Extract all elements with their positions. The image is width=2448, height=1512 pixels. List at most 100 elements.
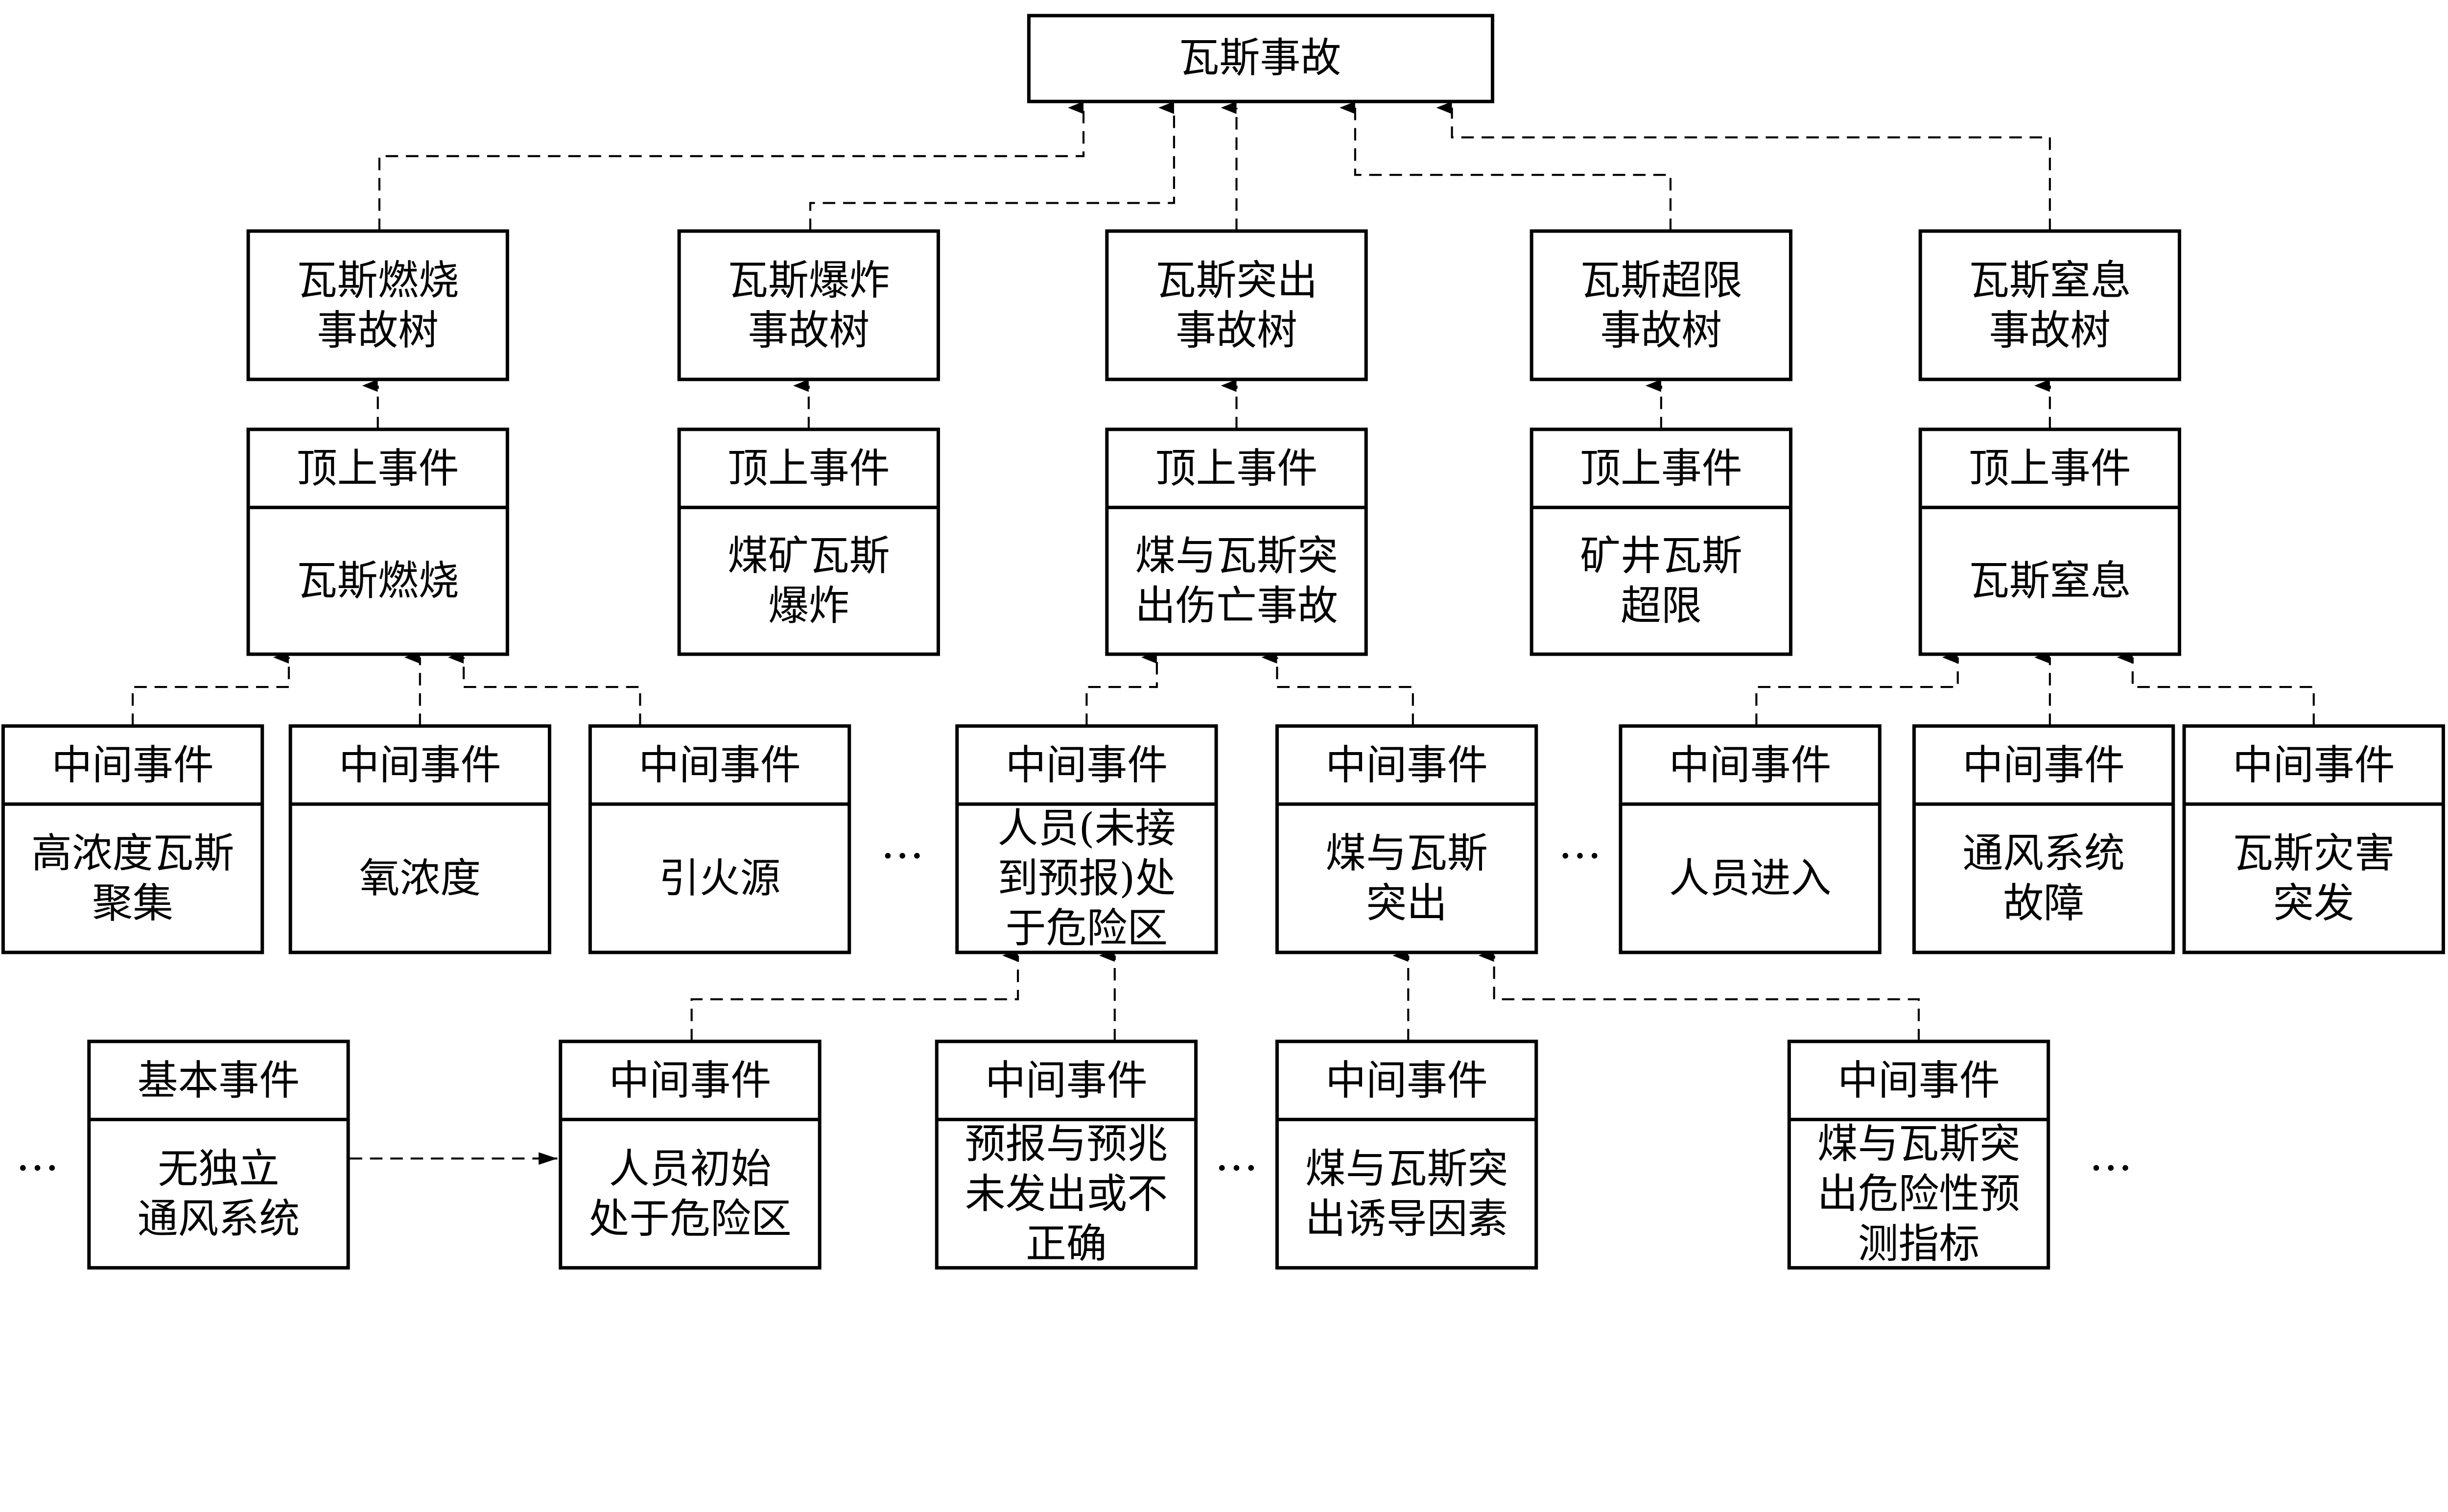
top-event-name: 矿井瓦斯 [1580,532,1742,580]
ellipsis: … [2089,1130,2133,1181]
top-event-type-label: 顶上事件 [1155,445,1318,492]
arrow-connector [2117,651,2315,726]
event-name: 无独立 [158,1145,280,1192]
event-name: 未发出或不 [965,1170,1168,1217]
top-event-type-label: 顶上事件 [728,445,890,492]
fault-tree-title: 事故树 [748,307,870,354]
event-type-label: 中间事件 [1325,1057,1488,1104]
arrow-connector [378,101,1085,231]
event-name: 煤与瓦斯 [1325,829,1488,877]
arrow-connector [690,949,1019,1041]
root-event-box[interactable]: 瓦斯事故 [1027,14,1494,103]
event-name: 人员初始 [609,1145,772,1192]
event-name: 聚集 [92,879,173,927]
event-type-label: 中间事件 [638,741,801,789]
top-event-name: 瓦斯窒息 [1969,557,2131,605]
ellipsis: … [1215,1130,1258,1181]
event-name: 预报与预兆 [965,1120,1168,1167]
ellipsis: … [16,1130,59,1181]
ellipsis: … [1558,818,1601,869]
arrow-connector [1261,651,1414,726]
event-type-label: 中间事件 [51,741,214,789]
top-event-name: 煤矿瓦斯 [728,532,890,580]
top-event-name: 瓦斯燃烧 [297,557,459,605]
event-name: 于危险区 [1006,904,1168,952]
fault-tree-title: 事故树 [1989,307,2111,354]
event-type-label: 基本事件 [138,1057,300,1104]
event-name: 通风系统 [138,1195,300,1242]
event-name: 出诱导因素 [1305,1195,1508,1242]
fault-tree-title: 瓦斯突出 [1155,257,1318,304]
event-name: 通风系统 [1962,829,2125,877]
fault-tree-title: 瓦斯爆炸 [728,257,890,304]
fault-tree-title: 事故树 [317,307,439,354]
arrow-connector [1085,651,1158,726]
event-name: 故障 [2003,879,2084,927]
event-name: 煤与瓦斯突 [1817,1120,2020,1167]
event-type-label: 中间事件 [1006,741,1168,789]
event-name: 高浓度瓦斯 [31,829,234,877]
top-event-name: 煤与瓦斯突 [1135,532,1338,580]
arrow-connector [131,651,290,726]
event-type-label: 中间事件 [1962,741,2125,789]
event-type-label: 中间事件 [985,1057,1148,1104]
event-type-label: 中间事件 [1837,1057,2000,1104]
arrow-connector [1436,101,2051,231]
event-name: 突出 [1366,879,1447,927]
arrow-connector [1478,949,1920,1041]
connectors [131,101,2315,1165]
event-name: 引火源 [659,854,781,902]
ellipsis: … [880,818,924,869]
event-type-label: 中间事件 [1325,741,1488,789]
event-name: 到预报)处 [997,854,1176,902]
arrow-connector [448,651,641,726]
diagram-canvas: 瓦斯事故瓦斯燃烧事故树顶上事件瓦斯燃烧瓦斯爆炸事故树顶上事件煤矿瓦斯爆炸瓦斯突出… [1,14,2445,1270]
event-name: 氧浓度 [359,854,481,902]
arrow-connector [1339,101,1672,231]
event-name: 人员(未接 [997,804,1176,852]
top-event-name: 超限 [1621,582,1702,630]
fault-tree-title: 瓦斯超限 [1580,257,1742,304]
top-event-type-label: 顶上事件 [1969,445,2131,492]
event-name: 正确 [1026,1220,1107,1267]
event-name: 出危险性预 [1817,1170,2020,1217]
fault-tree-title: 事故树 [1601,307,1722,354]
top-event-name: 出伤亡事故 [1135,582,1338,630]
event-type-label: 中间事件 [339,741,501,789]
event-type-label: 中间事件 [1669,741,1832,789]
event-type-label: 中间事件 [2233,741,2395,789]
top-event-type-label: 顶上事件 [297,445,459,492]
fault-tree-diagram: 瓦斯事故瓦斯燃烧事故树顶上事件瓦斯燃烧瓦斯爆炸事故树顶上事件煤矿瓦斯爆炸瓦斯突出… [1,14,2445,1270]
top-event-type-label: 顶上事件 [1580,445,1742,492]
event-name: 突发 [2273,879,2354,927]
event-name: 煤与瓦斯突 [1305,1145,1508,1192]
event-type-label: 中间事件 [609,1057,772,1104]
event-name: 瓦斯灾害 [2233,829,2395,877]
root-event-label: 瓦斯事故 [1179,34,1342,81]
arrow-connector [809,101,1176,231]
arrow-connector [1755,651,1959,726]
